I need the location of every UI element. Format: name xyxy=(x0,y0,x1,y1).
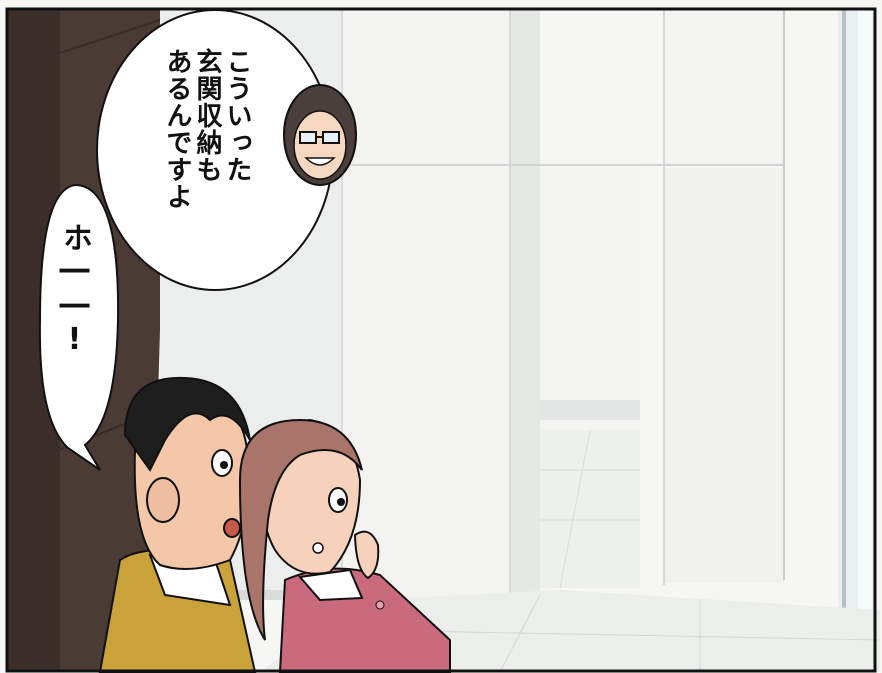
speech-text-side: ホ――! xyxy=(57,222,92,357)
speech-bubble-side xyxy=(38,183,120,471)
mirror xyxy=(540,168,640,589)
woman-character xyxy=(238,418,451,673)
speech-text-main: こういった 玄関収納も あるんですよ xyxy=(162,48,252,210)
man-character xyxy=(98,376,257,673)
panel-border xyxy=(5,7,877,673)
agent-portrait xyxy=(283,84,357,186)
window xyxy=(838,10,874,630)
